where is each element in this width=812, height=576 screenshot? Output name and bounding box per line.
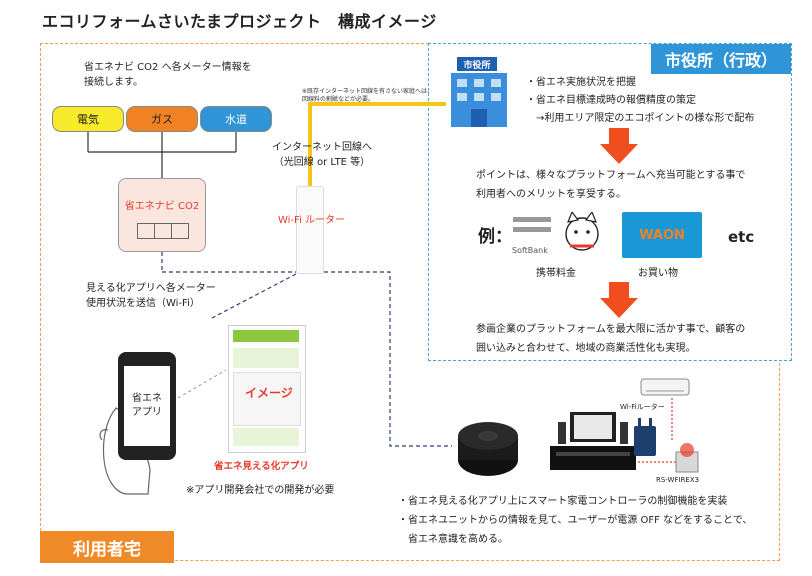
water-meter: 水道	[200, 106, 272, 132]
waon-brand: WAON	[639, 227, 685, 243]
internet-note: インターネット回線へ （光回線 or LTE 等）	[272, 142, 372, 168]
waon-logo: WAON	[622, 212, 702, 258]
smart-remote-icon	[458, 422, 518, 476]
electric-meter: 電気	[52, 106, 124, 132]
energy-navi-device: 省エネナビ CO2	[118, 178, 206, 252]
wifi-router-label: Wi-Fi ルーター	[278, 215, 346, 226]
city-bullets: ・省エネ実施状況を把握 ・省エネ目標達成時の報償精度の策定 →利用エリア限定のエ…	[526, 77, 755, 124]
air-conditioner-icon	[640, 378, 690, 396]
city-hall-sign: 市役所	[463, 61, 491, 71]
navi-label: 省エネナビ CO2	[124, 201, 200, 212]
phone-screen: 省エネ アプリ	[124, 366, 170, 446]
wifi-router-small-icon	[634, 418, 656, 456]
home-bullets: ・省エネ見える化アプリ上にスマート家電コントローラの制御機能を実装 ・省エネユニ…	[398, 496, 753, 545]
waon-caption: お買い物	[638, 268, 678, 279]
home-label: 利用者宅	[40, 531, 174, 563]
gas-meter: ガス	[126, 106, 198, 132]
navi-buttons	[137, 223, 189, 239]
app-image-label: イメージ	[245, 386, 293, 400]
app-caption: 省エネ見える化アプリ	[214, 461, 309, 472]
smartphone: 省エネ アプリ	[118, 352, 176, 460]
rs-device-icon	[675, 443, 699, 473]
app-panel	[233, 348, 299, 368]
app-dev-note: ※アプリ開発会社での開発が必要	[186, 485, 335, 496]
softbank-brand: SoftBank	[512, 246, 548, 255]
app-header-bar	[233, 330, 299, 342]
wifi-router-device	[296, 186, 324, 274]
navi-connect-note: 省エネナビ CO2 へ各メーター情報を 接続します。	[84, 62, 252, 88]
internet-small-note: ※既存インターネット回線を有さない家庭へは、 回線料の割賦などが必要。	[302, 88, 434, 103]
tv-set-icon	[550, 412, 636, 470]
down-arrow-icon-2	[600, 282, 638, 318]
city-label: 市役所（行政）	[651, 44, 791, 74]
page-title: エコリフォームさいたまプロジェクト 構成イメージ	[42, 12, 437, 31]
app-screenshot: イメージ	[228, 325, 306, 453]
wifi-router-small-label: Wi-Fiルーター	[620, 403, 665, 411]
softbank-caption: 携帯料金	[536, 268, 576, 279]
app-list	[233, 372, 301, 426]
app-footer	[233, 428, 299, 446]
dog-mascot-icon	[565, 212, 599, 251]
city-hall-icon	[451, 57, 507, 127]
softbank-logo-icon	[513, 217, 551, 232]
platform-text: 参画企業のプラットフォームを最大限に活かす事で、顧客の 囲い込みと合わせて、地域…	[476, 324, 746, 354]
example-label: 例：	[478, 227, 512, 247]
points-text: ポイントは、様々なプラットフォームへ充当可能とする事で 利用者へのメリットを享受…	[476, 170, 746, 200]
etc-label: etc	[728, 228, 755, 246]
down-arrow-icon	[600, 128, 638, 164]
app-send-note: 見える化アプリへ各メーター 使用状況を送信（Wi-Fi）	[86, 283, 216, 309]
rs-device-label: RS-WFIREX3	[656, 476, 700, 484]
